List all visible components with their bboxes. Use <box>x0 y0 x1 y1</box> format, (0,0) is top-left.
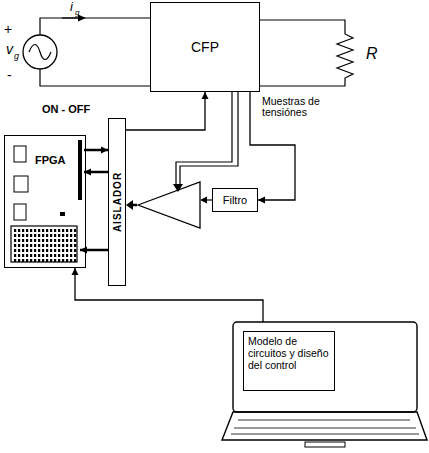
subscript: g <box>14 52 19 61</box>
arrowhead <box>173 184 183 192</box>
filter-box: Filtro <box>212 188 258 212</box>
connector <box>72 268 264 322</box>
board-chip <box>14 146 26 162</box>
amplifier-symbol <box>138 182 200 228</box>
board-chip <box>14 204 26 220</box>
sample-wire <box>176 92 238 184</box>
connector <box>84 147 108 154</box>
converter-box: CFP <box>150 2 260 92</box>
board-connector <box>78 140 82 200</box>
sine-symbol <box>29 45 51 60</box>
polarity-sign: + <box>4 22 12 37</box>
resistor-symbol <box>260 20 353 86</box>
screen-text-box: Modelo de circuitos y diseño del control <box>243 331 335 391</box>
node-text: AISLADOR <box>112 172 123 232</box>
signal-label: ON - OFF <box>42 104 90 116</box>
signal-label: Muestras de tensiónes <box>262 96 340 118</box>
laptop-base <box>222 412 427 440</box>
board-chip <box>14 176 28 192</box>
arrowhead <box>200 197 207 204</box>
ac-source <box>23 35 57 69</box>
voltage-symbol: v <box>6 42 13 57</box>
source-wire <box>40 18 150 86</box>
touchpad <box>305 442 345 447</box>
current-symbol: i <box>70 0 73 14</box>
laptop-screen <box>233 322 417 412</box>
subscript: g <box>75 9 79 17</box>
keyboard-lines <box>231 420 419 434</box>
fpga-board: FPGA <box>4 135 86 268</box>
node-text: CFP <box>191 39 219 55</box>
node-text: Filtro <box>223 194 247 206</box>
node-text: FPGA <box>35 154 85 166</box>
resistor-label: R <box>366 46 378 63</box>
node-text: Modelo de circuitos y diseño del control <box>248 335 330 371</box>
connector <box>126 92 209 130</box>
pin-header <box>11 226 77 262</box>
connector <box>84 169 108 176</box>
connector <box>80 247 108 254</box>
isolator-box: AISLADOR <box>108 118 126 286</box>
polarity-sign: - <box>7 68 12 83</box>
pin-row <box>14 229 76 262</box>
current-arrow <box>62 17 80 18</box>
board-part <box>60 212 65 216</box>
arrowhead <box>126 200 133 210</box>
